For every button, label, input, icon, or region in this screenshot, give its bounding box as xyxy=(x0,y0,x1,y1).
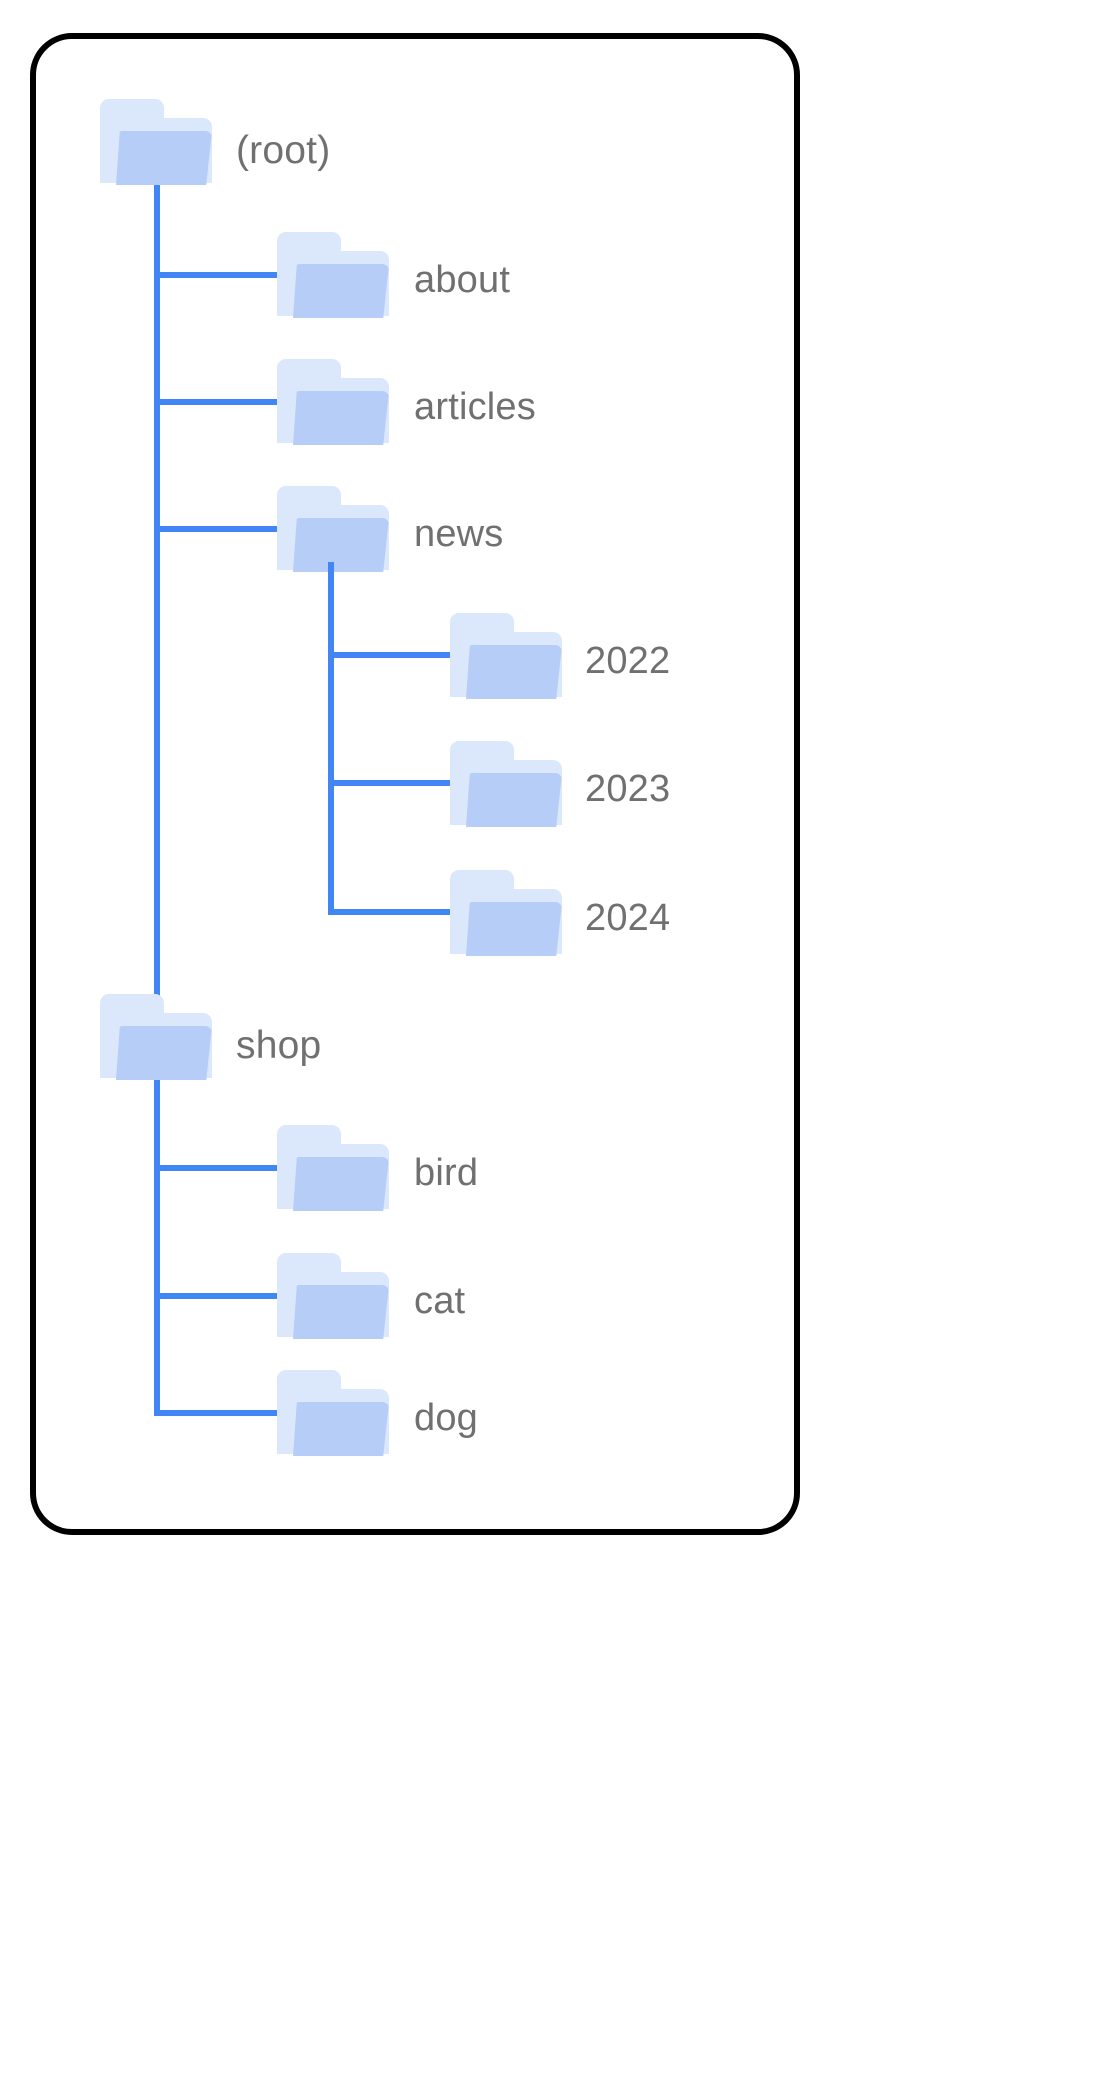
folder-icon-dog[interactable] xyxy=(277,1370,393,1456)
connector-root-about xyxy=(154,272,285,278)
folder-icon-2024[interactable] xyxy=(450,870,562,956)
folder-icon-bird[interactable] xyxy=(277,1125,393,1211)
folder-front-icon xyxy=(116,1026,212,1080)
connector-root-news xyxy=(154,526,285,532)
node-label-bird: bird xyxy=(414,1152,479,1194)
folder-front-icon xyxy=(293,1285,389,1339)
folder-front-icon xyxy=(116,131,212,185)
folder-front-icon xyxy=(293,391,389,445)
node-label-about: about xyxy=(414,259,511,301)
connector-shop-bird xyxy=(154,1165,285,1171)
folder-front-icon xyxy=(293,518,389,572)
folder-icon-articles[interactable] xyxy=(277,359,393,445)
folder-front-icon xyxy=(466,645,562,699)
node-label-2022: 2022 xyxy=(585,640,671,682)
folder-icon-shop[interactable] xyxy=(100,994,216,1080)
node-label-shop: shop xyxy=(236,1024,322,1067)
connector-news-trunk xyxy=(328,562,334,915)
node-label-articles: articles xyxy=(414,386,536,428)
connector-root-articles xyxy=(154,399,285,405)
folder-front-icon xyxy=(466,773,562,827)
node-label-cat: cat xyxy=(414,1280,466,1322)
folder-front-icon xyxy=(293,264,389,318)
folder-icon-news[interactable] xyxy=(277,486,393,572)
node-label-2024: 2024 xyxy=(585,897,671,939)
connector-news-2022 xyxy=(328,652,458,658)
folder-front-icon xyxy=(466,902,562,956)
folder-icon-about[interactable] xyxy=(277,232,393,318)
node-label-2023: 2023 xyxy=(585,768,671,810)
folder-icon-2022[interactable] xyxy=(450,613,562,699)
node-label-dog: dog xyxy=(414,1397,479,1439)
folder-icon-root[interactable] xyxy=(100,99,216,185)
connector-shop-cat xyxy=(154,1293,285,1299)
connector-shop-dog xyxy=(154,1410,285,1416)
folder-icon-2023[interactable] xyxy=(450,741,562,827)
connector-root-trunk xyxy=(154,176,160,1416)
node-label-news: news xyxy=(414,513,504,555)
connector-news-2024 xyxy=(328,909,458,915)
folder-front-icon xyxy=(293,1402,389,1456)
folder-front-icon xyxy=(293,1157,389,1211)
node-label-root: (root) xyxy=(236,129,331,172)
folder-icon-cat[interactable] xyxy=(277,1253,393,1339)
connector-news-2023 xyxy=(328,780,458,786)
